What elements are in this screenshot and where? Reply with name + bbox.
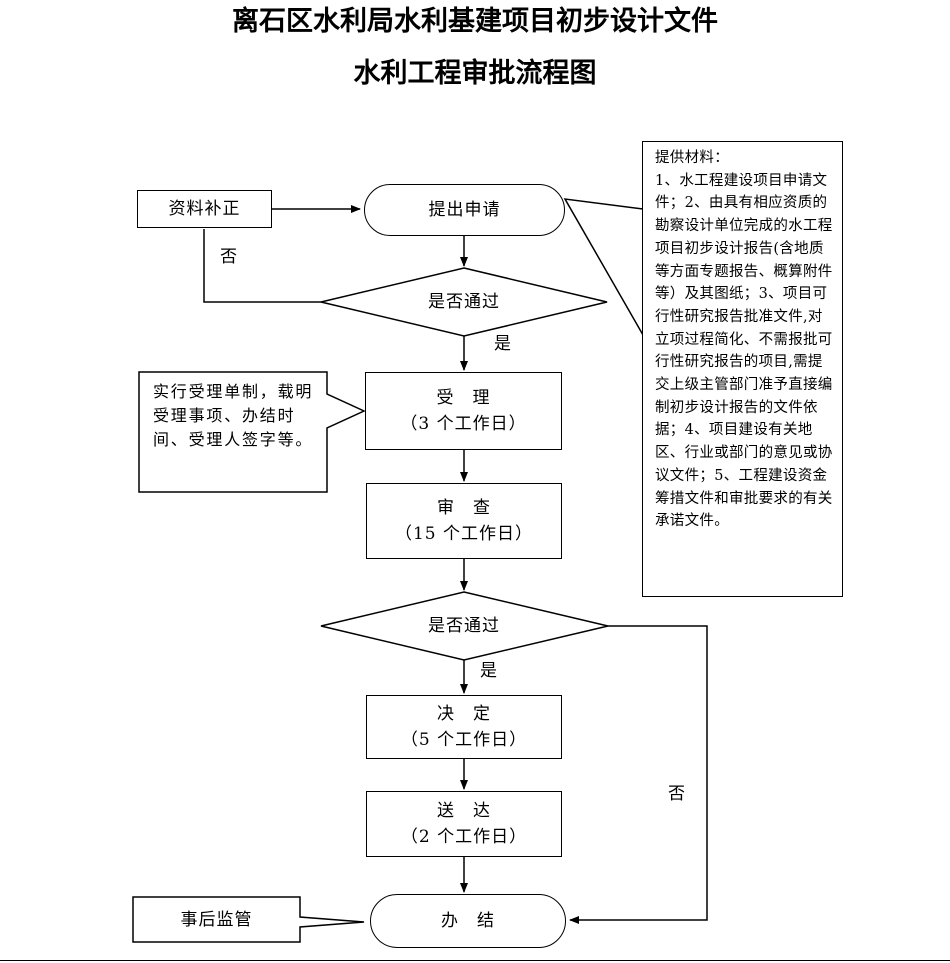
deliver-box: 送 达 （2 个工作日） bbox=[366, 791, 562, 857]
decision-1-label: 是否通过 bbox=[428, 292, 500, 312]
materials-heading: 提供材料： bbox=[655, 150, 729, 166]
materials-callout-pointer bbox=[563, 198, 644, 336]
review-days: （15 个工作日） bbox=[394, 524, 534, 544]
accept-days: （3 个工作日） bbox=[400, 414, 527, 434]
supervise-label: 事后监管 bbox=[180, 909, 253, 930]
decision-2-label: 是否通过 bbox=[428, 616, 500, 636]
edge-label-yes-1: 是 bbox=[494, 334, 511, 354]
decision-1: 是否通过 bbox=[390, 288, 538, 316]
decide-days: （5 个工作日） bbox=[400, 730, 528, 750]
decision-2: 是否通过 bbox=[390, 612, 538, 640]
decide-label: 决 定 bbox=[437, 704, 491, 724]
finish-label: 办 结 bbox=[441, 911, 495, 931]
accept-note-callout bbox=[138, 371, 366, 493]
accept-label: 受 理 bbox=[436, 388, 491, 408]
review-label: 审 查 bbox=[437, 498, 491, 518]
apply-label: 提出申请 bbox=[428, 200, 501, 220]
accept-box: 受 理 （3 个工作日） bbox=[365, 372, 562, 450]
decide-box: 决 定 （5 个工作日） bbox=[366, 695, 562, 759]
edge-label-yes-2: 是 bbox=[480, 661, 497, 681]
line-check1-no bbox=[203, 229, 321, 303]
accept-note: 实行受理单制，载明受理事项、办结时间、受理人签字等。 bbox=[153, 382, 314, 449]
review-box: 审 查 （15 个工作日） bbox=[366, 483, 562, 559]
supplement-label: 资料补正 bbox=[168, 199, 241, 219]
finish-terminal: 办 结 bbox=[370, 894, 566, 948]
materials-body: 1、水工程建设项目申请文件；2、由具有相应资质的勘察设计单位完成的水工程项目初步… bbox=[655, 172, 833, 530]
deliver-label: 送 达 bbox=[437, 801, 491, 821]
page-subtitle: 水利工程审批流程图 bbox=[353, 58, 597, 89]
supplement-box: 资料补正 bbox=[137, 190, 272, 228]
page-title: 离石区水利局水利基建项目初步设计文件 bbox=[232, 6, 718, 37]
supervise-box: 事后监管 bbox=[133, 897, 300, 942]
supervise-callout bbox=[132, 896, 365, 943]
arrow-check2-no-to-finish bbox=[569, 625, 708, 924]
edge-label-no-2: 否 bbox=[668, 784, 685, 804]
edge-label-no-1: 否 bbox=[220, 247, 237, 267]
deliver-days: （2 个工作日） bbox=[400, 827, 528, 847]
apply-terminal: 提出申请 bbox=[364, 184, 565, 236]
page-bottom-rule bbox=[0, 960, 950, 961]
materials-box: 提供材料： 1、水工程建设项目申请文件；2、由具有相应资质的勘察设计单位完成的水… bbox=[642, 141, 843, 597]
